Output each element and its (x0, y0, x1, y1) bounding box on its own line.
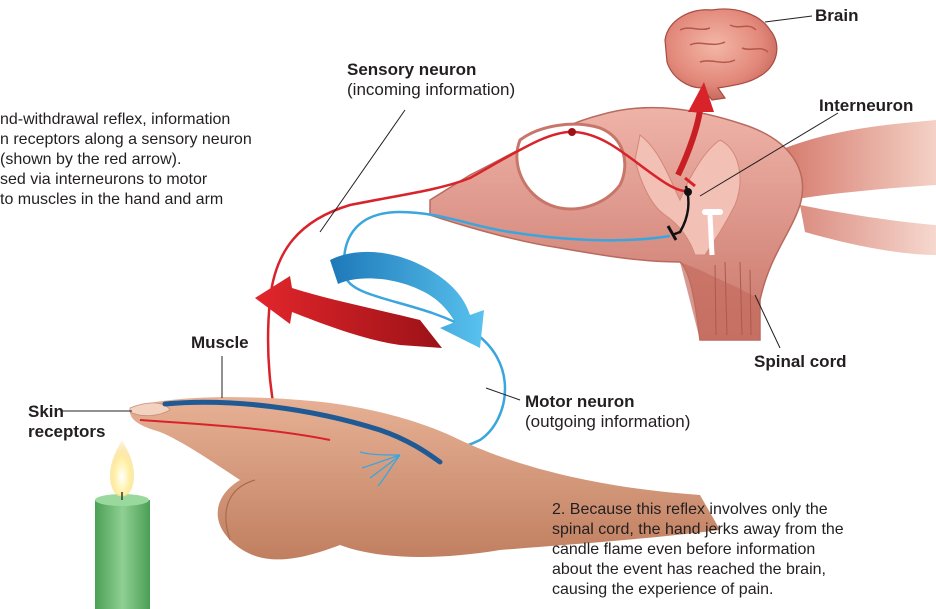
caption-1-line: (shown by the red arrow). (0, 150, 252, 170)
sensory-neuron-label: Sensory neuron(incoming information) (347, 60, 515, 100)
motor-neuron-sublabel: (outgoing information) (525, 412, 690, 431)
caption-2-line: candle flame even before information (552, 540, 844, 560)
motor-neuron-label: Motor neuron(outgoing information) (525, 392, 690, 432)
sensory-neuron-sublabel: (incoming information) (347, 80, 515, 99)
motor-leader-line (486, 388, 520, 400)
caption-step-1: nd-withdrawal reflex, information n rece… (0, 110, 252, 210)
caption-step-2: 2. Because this reflex involves only the… (552, 500, 844, 600)
candle-flame-icon (110, 440, 134, 497)
interneuron-cell-body (684, 188, 692, 196)
brain-label: Brain (815, 6, 858, 26)
caption-2-line: about the event has reached the brain, (552, 560, 844, 580)
candle-illustration (95, 440, 150, 609)
caption-2-line: 2. Because this reflex involves only the (552, 500, 844, 520)
spinal-nerve-lower (800, 205, 936, 255)
caption-2-line: causing the experience of pain. (552, 580, 844, 600)
sensory-leader-line (320, 110, 405, 232)
sensory-cell-body (568, 128, 576, 136)
brain-leader-line (765, 16, 812, 22)
spinal-cord (430, 108, 803, 340)
brain-illustration (665, 9, 777, 100)
spinal-nerve-upper (780, 120, 936, 200)
caption-2-line: spinal cord, the hand jerks away from th… (552, 520, 844, 540)
muscle-label: Muscle (191, 333, 249, 353)
caption-1-line: sed via interneurons to motor (0, 170, 252, 190)
spinal-cord-label: Spinal cord (754, 352, 847, 372)
caption-1-line: nd-withdrawal reflex, information (0, 110, 252, 130)
caption-1-line: to muscles in the hand and arm (0, 190, 252, 210)
caption-1-line: n receptors along a sensory neuron (0, 130, 252, 150)
interneuron-label: Interneuron (819, 96, 913, 116)
